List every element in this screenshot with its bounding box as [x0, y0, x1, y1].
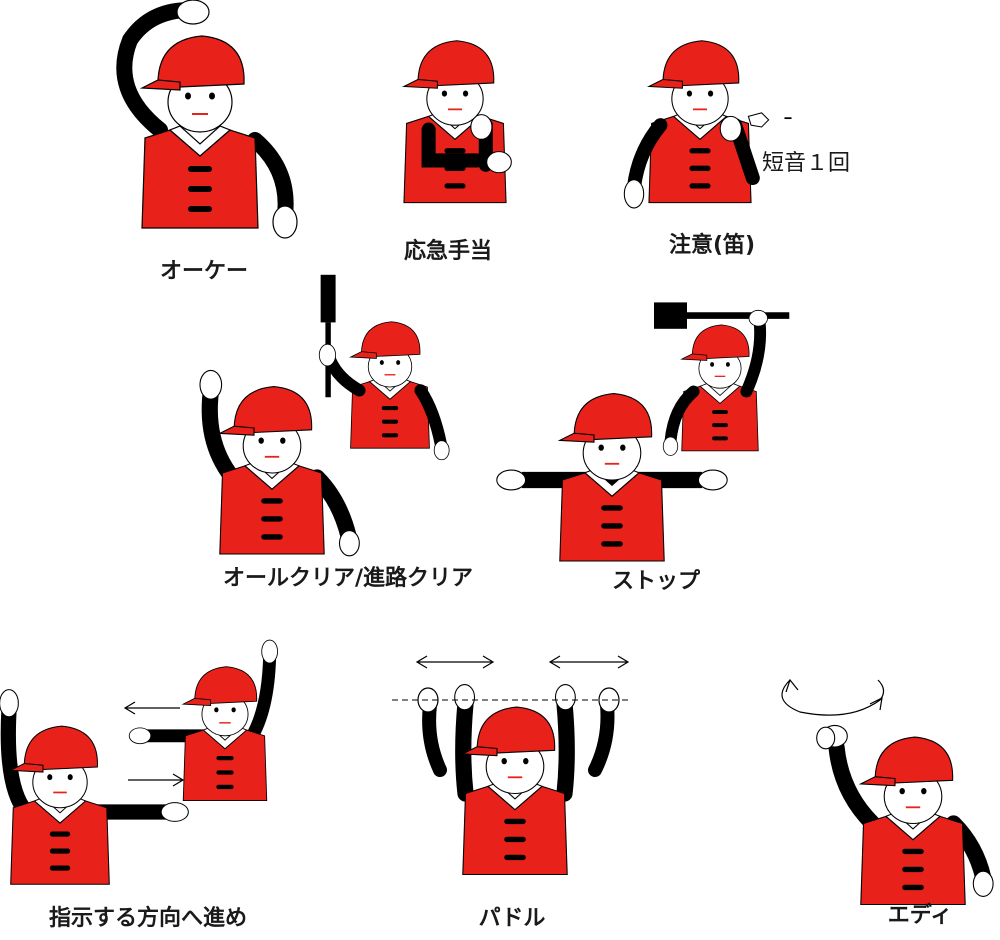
- figure-direction-small: [128, 639, 278, 802]
- figure-stop: [496, 392, 728, 562]
- figure-all-clear: [199, 369, 360, 557]
- label-eddy: エディ: [888, 902, 952, 928]
- figure-direction: [0, 689, 189, 885]
- label-caution: 注意(笛): [669, 232, 755, 258]
- label-first-aid: 応急手当: [404, 238, 492, 264]
- label-okay: オーケー: [160, 259, 248, 284]
- figure-stop-small: [654, 302, 790, 456]
- arrow-left: [123, 701, 180, 715]
- paddle-ghost-arms: [417, 687, 620, 777]
- figure-eddy: [816, 724, 994, 906]
- label-stop: ストップ: [612, 569, 701, 594]
- figure-all-clear-small: [318, 274, 450, 461]
- figure-caution: [623, 39, 792, 209]
- paddle-arrow-right: [548, 655, 630, 669]
- label-paddle: パドル: [479, 906, 546, 931]
- caution-note: 短音１回: [762, 151, 850, 176]
- figure-first-aid: [403, 39, 512, 204]
- figure-paddle: [454, 684, 576, 876]
- arrow-right: [128, 773, 185, 787]
- paddle-arrow-left: [415, 655, 495, 669]
- eddy-rotation-arrow: [781, 678, 885, 716]
- figure-okay: [116, 0, 298, 239]
- label-all-clear: オールクリア/進路クリア: [223, 565, 473, 591]
- label-direction: 指示する方向へ進め: [49, 905, 247, 931]
